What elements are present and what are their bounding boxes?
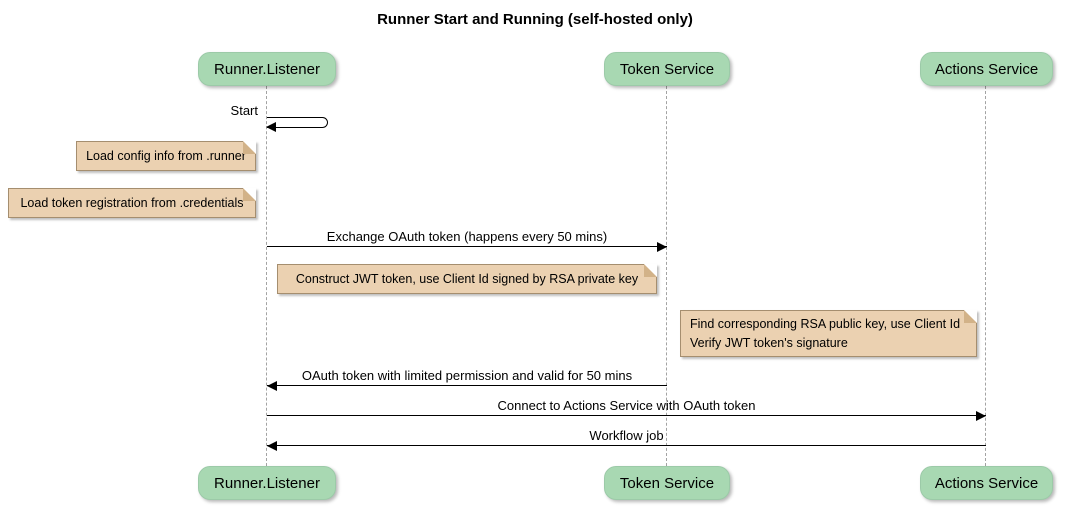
- self-message-arrow: [267, 117, 328, 128]
- arrowhead-right-icon: [657, 242, 667, 252]
- arrowhead-right-icon: [976, 411, 986, 421]
- message-line: [267, 445, 986, 446]
- message-workflow-job: Workflow job: [267, 428, 986, 451]
- lifeline-actions-service: [985, 86, 986, 466]
- self-message-label: Start: [230, 103, 258, 118]
- participant-actions-service-top: Actions Service: [920, 52, 1053, 86]
- message-line: [267, 415, 986, 416]
- participant-token-service-top: Token Service: [604, 52, 730, 86]
- note-load-token-registration: Load token registration from .credential…: [8, 188, 256, 218]
- message-connect-actions-service: Connect to Actions Service with OAuth to…: [267, 398, 986, 421]
- message-line: [267, 246, 667, 247]
- note-construct-jwt: Construct JWT token, use Client Id signe…: [277, 264, 657, 294]
- note-line: Find corresponding RSA public key, use C…: [690, 316, 961, 331]
- arrowhead-left-icon: [267, 441, 277, 451]
- lifeline-runner-listener: [266, 86, 267, 466]
- participant-runner-listener-bottom: Runner.Listener: [198, 466, 336, 500]
- participant-token-service-bottom: Token Service: [604, 466, 730, 500]
- note-verify-jwt: Find corresponding RSA public key, use C…: [680, 310, 977, 357]
- note-line: Load token registration from .credential…: [20, 195, 244, 210]
- note-load-config: Load config info from .runner: [76, 141, 256, 171]
- message-label: Connect to Actions Service with OAuth to…: [497, 398, 756, 413]
- note-line: Load config info from .runner: [86, 148, 246, 163]
- message-exchange-oauth-token: Exchange OAuth token (happens every 50 m…: [267, 229, 667, 252]
- diagram-title: Runner Start and Running (self-hosted on…: [377, 11, 693, 28]
- message-oauth-token-response: OAuth token with limited permission and …: [267, 368, 667, 391]
- message-label: Exchange OAuth token (happens every 50 m…: [326, 229, 608, 244]
- lifeline-token-service: [666, 86, 667, 466]
- message-label: Workflow job: [589, 428, 664, 443]
- participant-runner-listener-top: Runner.Listener: [198, 52, 336, 86]
- arrowhead-left-icon: [267, 381, 277, 391]
- message-label: OAuth token with limited permission and …: [301, 368, 633, 383]
- self-message-arrowhead-icon: [266, 122, 276, 132]
- participant-actions-service-bottom: Actions Service: [920, 466, 1053, 500]
- message-line: [267, 385, 667, 386]
- note-line: Verify JWT token's signature: [690, 335, 848, 350]
- note-line: Construct JWT token, use Client Id signe…: [295, 271, 639, 286]
